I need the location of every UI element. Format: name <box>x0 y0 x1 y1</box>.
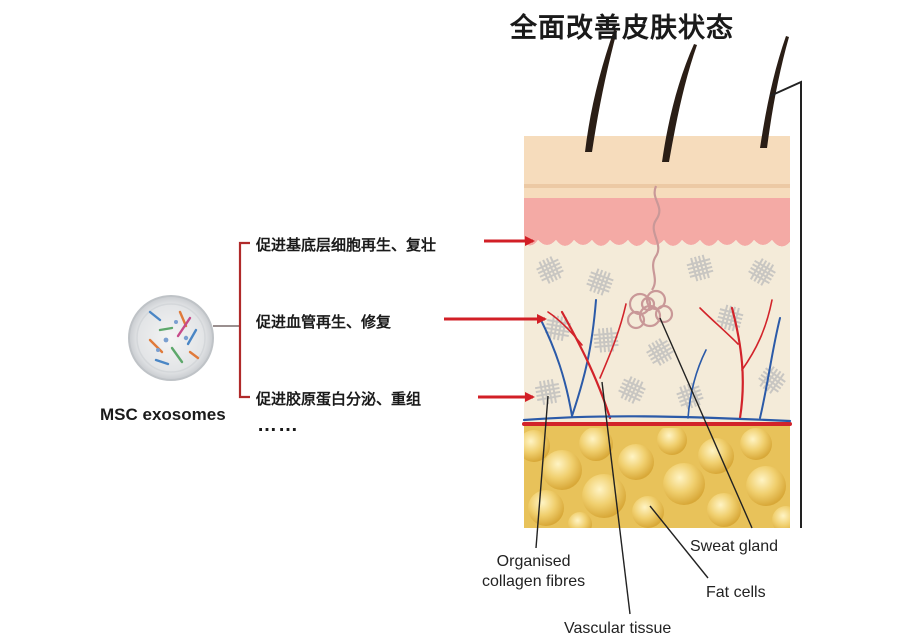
effect-label-vascular-regeneration: 促进血管再生、修复 <box>256 313 392 331</box>
effect-label-collagen-secretion: 促进胶原蛋白分泌、重组 <box>256 390 422 408</box>
hair-strand <box>585 30 617 152</box>
artery-branch <box>741 299 773 371</box>
hair-strand <box>662 44 697 162</box>
epidermis-pink-layer <box>524 198 790 247</box>
artery-branch <box>547 311 583 346</box>
artery-branch <box>599 303 627 379</box>
vein-branch <box>539 317 573 417</box>
artery-branch <box>560 310 612 420</box>
sweat-gland-leader-line <box>659 317 753 529</box>
effects-bracket <box>238 241 250 399</box>
vein-branch <box>687 349 707 419</box>
annotation-leaders <box>535 317 753 615</box>
vascular-leader-line <box>601 381 631 615</box>
epidermis-thin-line <box>524 184 790 188</box>
dermis-layer <box>524 240 790 424</box>
fat-cells-annotation: Fat cells <box>706 584 766 601</box>
collagen-fibres <box>534 254 786 410</box>
right-bracket-line <box>769 80 802 528</box>
collagen-fibres-annotation: Organised collagen fibres <box>482 552 585 592</box>
hair-strands <box>585 30 789 162</box>
effect-label-basal-cell-regeneration: 促进基底层细胞再生、复壮 <box>256 236 437 254</box>
sweat-gland-annotation: Sweat gland <box>690 538 779 555</box>
hair-strand <box>760 36 789 148</box>
blood-vessels <box>522 299 792 426</box>
sweat-gland <box>626 185 674 330</box>
vein-branch <box>759 317 781 419</box>
collagen-leader-line <box>535 395 549 549</box>
collagen-annotation-line-1: Organised <box>496 553 571 570</box>
exosome-label: MSC exosomes <box>100 405 226 424</box>
artery-branch <box>699 307 739 345</box>
artery-branch <box>730 306 744 420</box>
exosome-icon <box>128 295 214 381</box>
stratum-corneum-layer <box>524 136 790 198</box>
figure-title: 全面改善皮肤状态 <box>510 13 734 44</box>
vascular-tissue-annotation: Vascular tissue <box>564 620 672 637</box>
vein-vessel-horizontal <box>522 415 792 423</box>
collagen-annotation-line-2: collagen fibres <box>482 573 586 590</box>
more-effects-ellipsis: …… <box>257 414 299 436</box>
fat-cells-leader-line <box>649 505 709 579</box>
vein-branch <box>571 299 597 417</box>
